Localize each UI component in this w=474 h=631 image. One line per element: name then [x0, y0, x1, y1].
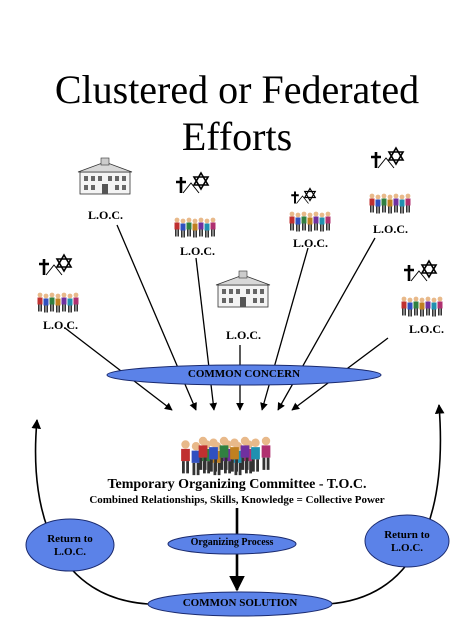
- loc-label: L.O.C.: [43, 318, 79, 332]
- return-left-label-1: Return to: [47, 533, 93, 545]
- return-right-label-2: L.O.C.: [390, 542, 424, 554]
- page-title-line-1: Clustered or Federated: [54, 67, 420, 112]
- church-synagogue-icon: [290, 187, 317, 205]
- people-group-icon: [38, 293, 79, 313]
- church-synagogue-icon: [174, 171, 210, 195]
- return-right-label-1: Return to: [384, 529, 430, 541]
- return-right-ellipse: [364, 514, 450, 568]
- people-group-icon: [370, 194, 411, 214]
- loc-label: L.O.C.: [180, 244, 216, 258]
- loc-label: L.O.C.: [409, 322, 445, 336]
- church-synagogue-icon: [369, 146, 405, 170]
- common-solution-ellipse: [147, 591, 333, 617]
- school-building-icon: [215, 270, 271, 308]
- people-group-icon: [402, 297, 443, 317]
- common-concern-label: COMMON CONCERN: [187, 368, 301, 380]
- common-solution-label: COMMON SOLUTION: [182, 597, 298, 609]
- loc-label: L.O.C.: [373, 222, 409, 236]
- organizing-process-label: Organizing Process: [190, 537, 274, 548]
- return-left-label-2: L.O.C.: [53, 546, 87, 558]
- toc-subtitle: Combined Relationships, Skills, Knowledg…: [89, 494, 385, 506]
- loc-label: L.O.C.: [226, 328, 262, 342]
- loc-label: L.O.C.: [88, 208, 124, 222]
- people-group-icon: [290, 212, 331, 232]
- church-synagogue-icon: [402, 259, 438, 283]
- return-left-arrow: [31, 419, 149, 605]
- church-synagogue-icon: [37, 253, 73, 277]
- people-group-icon: [175, 218, 216, 238]
- toc-people-icon: [181, 437, 270, 475]
- school-building-icon: [77, 157, 133, 195]
- loc-label: L.O.C.: [293, 236, 329, 250]
- page-title-line-2: Efforts: [181, 114, 293, 159]
- return-left-ellipse: [25, 518, 115, 572]
- common-concern-ellipse: [106, 364, 382, 386]
- organizing-process-ellipse: [167, 533, 297, 555]
- toc-name: Temporary Organizing Committee - T.O.C.: [107, 477, 367, 492]
